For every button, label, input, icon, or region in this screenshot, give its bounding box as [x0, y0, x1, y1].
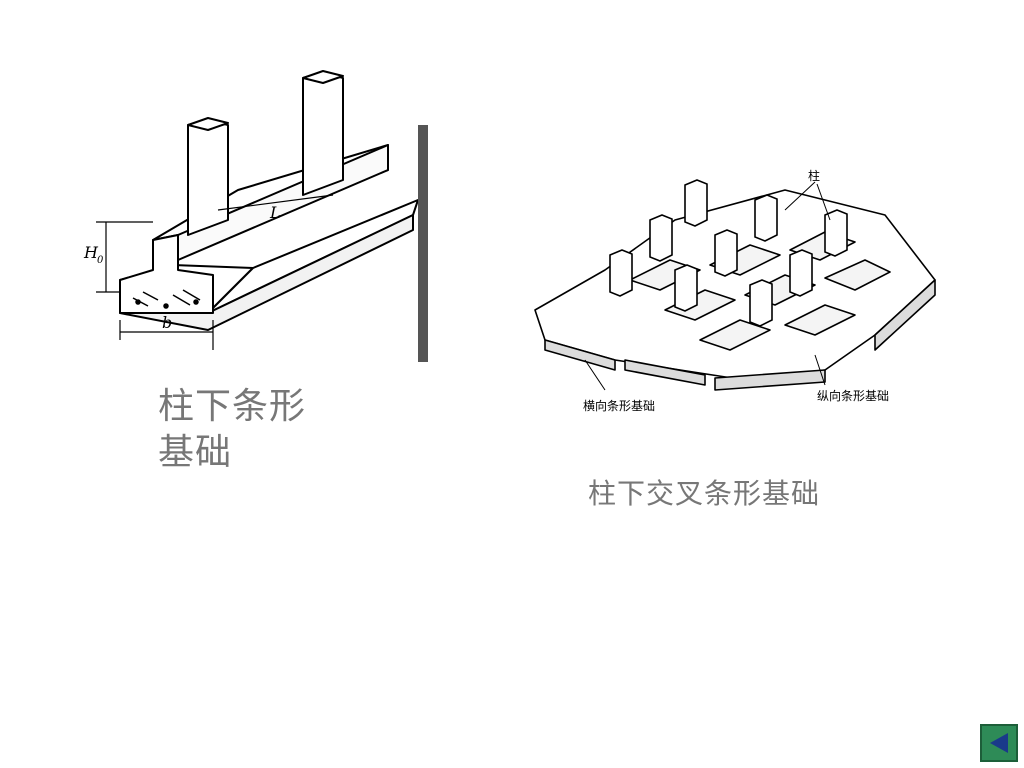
width-label: b	[162, 313, 172, 332]
transverse-strip-label: 横向条形基础	[583, 398, 655, 413]
cross-strip-foundation-diagram: 柱 横向条形基础 纵向条形基础	[534, 168, 936, 413]
previous-slide-button[interactable]	[980, 724, 1018, 762]
strip-foundation-diagram: L H 0 b	[83, 70, 428, 362]
length-label: L	[269, 203, 281, 222]
height-label: H	[83, 243, 99, 262]
longitudinal-strip-label: 纵向条形基础	[817, 388, 889, 403]
triangle-left-icon	[990, 733, 1008, 753]
height-subscript: 0	[97, 255, 104, 266]
column-label: 柱	[808, 168, 820, 183]
cross-strip-foundation-caption: 柱下交叉条形基础	[588, 477, 821, 510]
strip-foundation-caption: 柱下条形 基础	[158, 386, 307, 473]
